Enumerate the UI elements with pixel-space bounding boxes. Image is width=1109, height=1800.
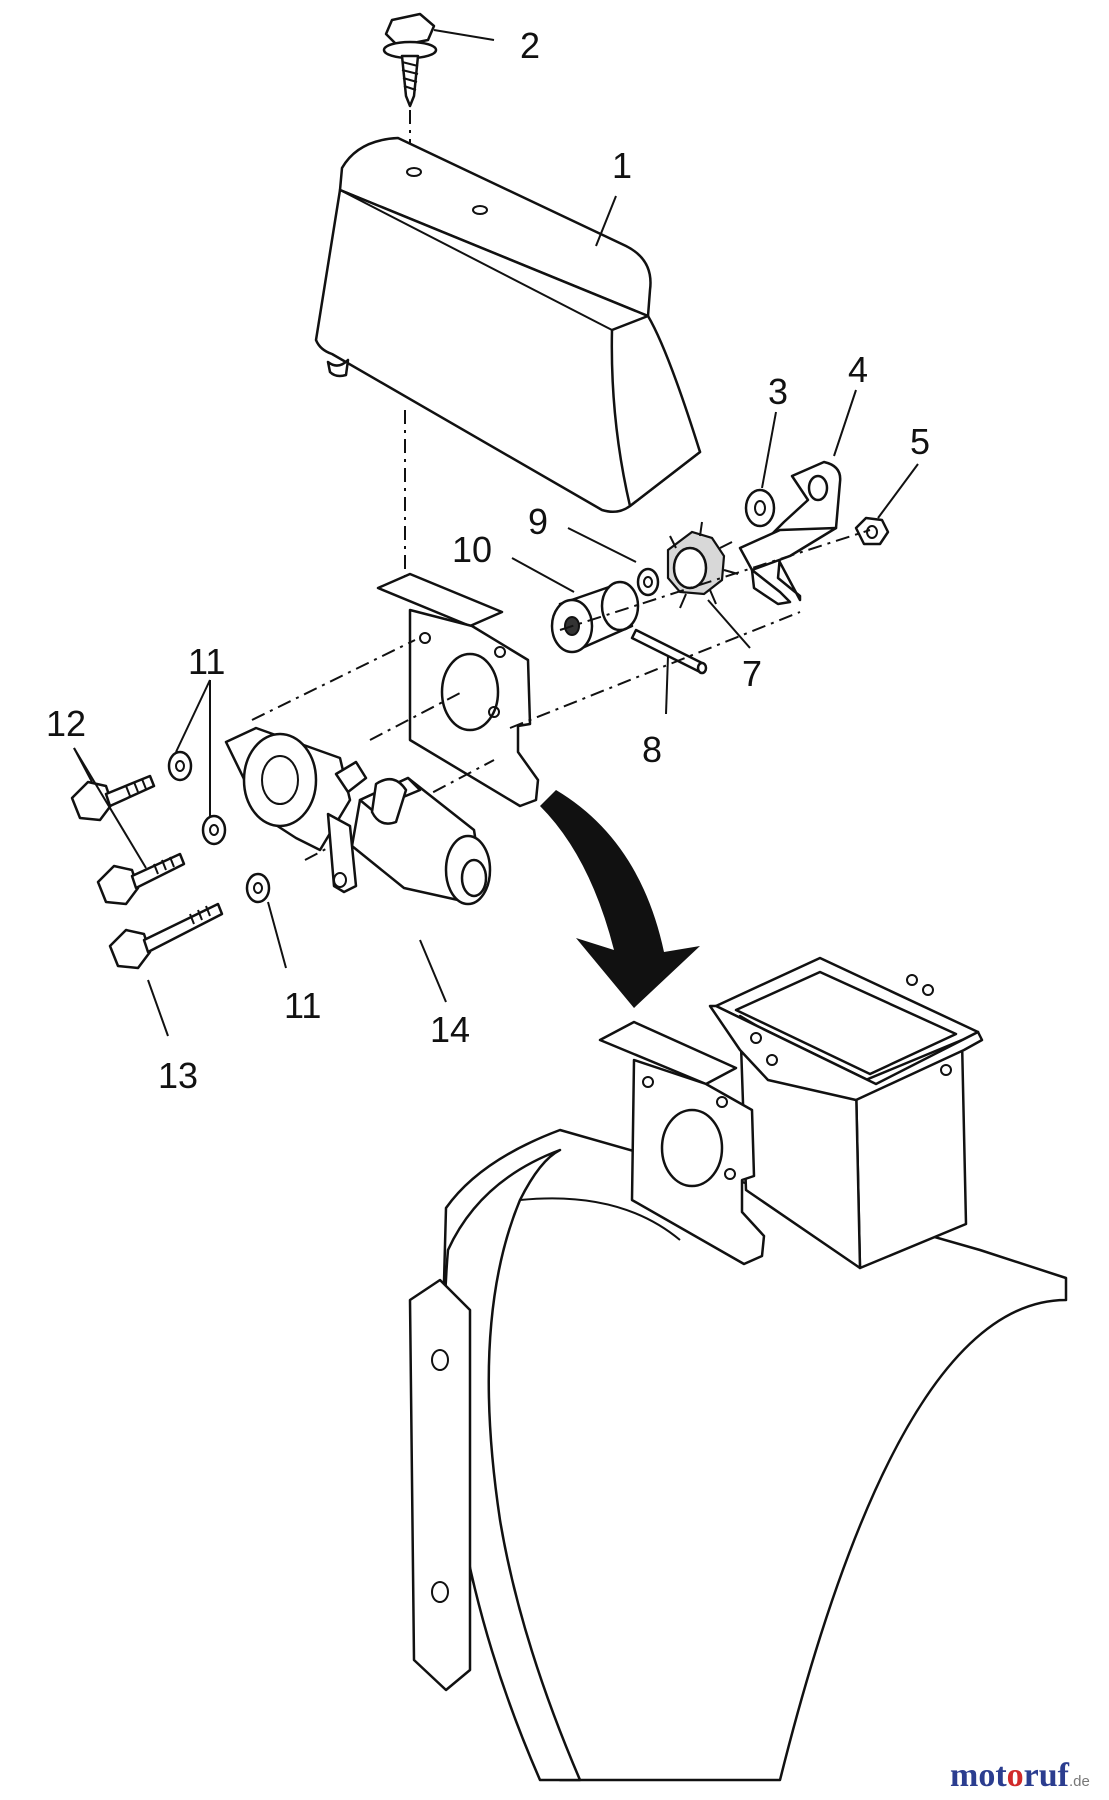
watermark-text-1: mot (950, 1757, 1007, 1794)
chute-housing (408, 956, 1068, 1782)
callout-5: 5 (910, 421, 930, 462)
callout-11-top: 11 (188, 641, 225, 682)
mounting-bracket (376, 572, 540, 808)
drive-gear (666, 521, 739, 609)
callout-labels: 2 1 3 4 5 9 10 7 8 11 12 11 14 13 (46, 25, 930, 1096)
part-12-bolt-bottom (96, 852, 186, 906)
shaft-axis-2 (369, 691, 463, 741)
callout-12: 12 (46, 703, 86, 744)
leader-lines (73, 29, 919, 1037)
part-1-cover (314, 136, 702, 514)
part-9-washer (636, 567, 660, 597)
svg-text:motoruf.de: motoruf.de (950, 1757, 1090, 1794)
watermark-logo: motoruf.de (950, 1757, 1090, 1794)
callout-3: 3 (768, 371, 788, 412)
part-14-motor (224, 726, 492, 906)
part-5-nut (854, 516, 890, 546)
part-11-washer-middle (201, 814, 227, 846)
callout-4: 4 (848, 349, 868, 390)
callout-10: 10 (452, 529, 492, 570)
part-4-arm-bracket (738, 460, 842, 606)
callout-9: 9 (528, 501, 548, 542)
callout-14: 14 (430, 1009, 470, 1050)
part-13-long-bolt (108, 902, 224, 970)
direction-arrow (540, 790, 700, 1008)
callout-13: 13 (158, 1055, 198, 1096)
watermark-text-3: ruf (1024, 1757, 1070, 1794)
watermark-text-2: o (1007, 1757, 1024, 1794)
arm-axis-line (509, 611, 801, 729)
chute-mounting-bracket (598, 1020, 766, 1266)
shaft-axis-line (559, 529, 871, 631)
part-11-washer-bottom (245, 872, 271, 904)
watermark-text-4: .de (1069, 1773, 1090, 1790)
part-3-washer (744, 488, 776, 528)
part-10-bushing (550, 580, 640, 654)
callout-2: 2 (520, 25, 540, 66)
part-8-pin (630, 628, 708, 675)
callout-8: 8 (642, 729, 662, 770)
part-12-bolt-top (70, 774, 156, 822)
fastener-axis-1 (251, 639, 416, 721)
part-11-washer-top (167, 750, 193, 782)
callout-1: 1 (612, 145, 632, 186)
callout-7: 7 (742, 653, 762, 694)
callout-11-bottom: 11 (284, 985, 321, 1026)
part-2-screw (382, 12, 438, 108)
